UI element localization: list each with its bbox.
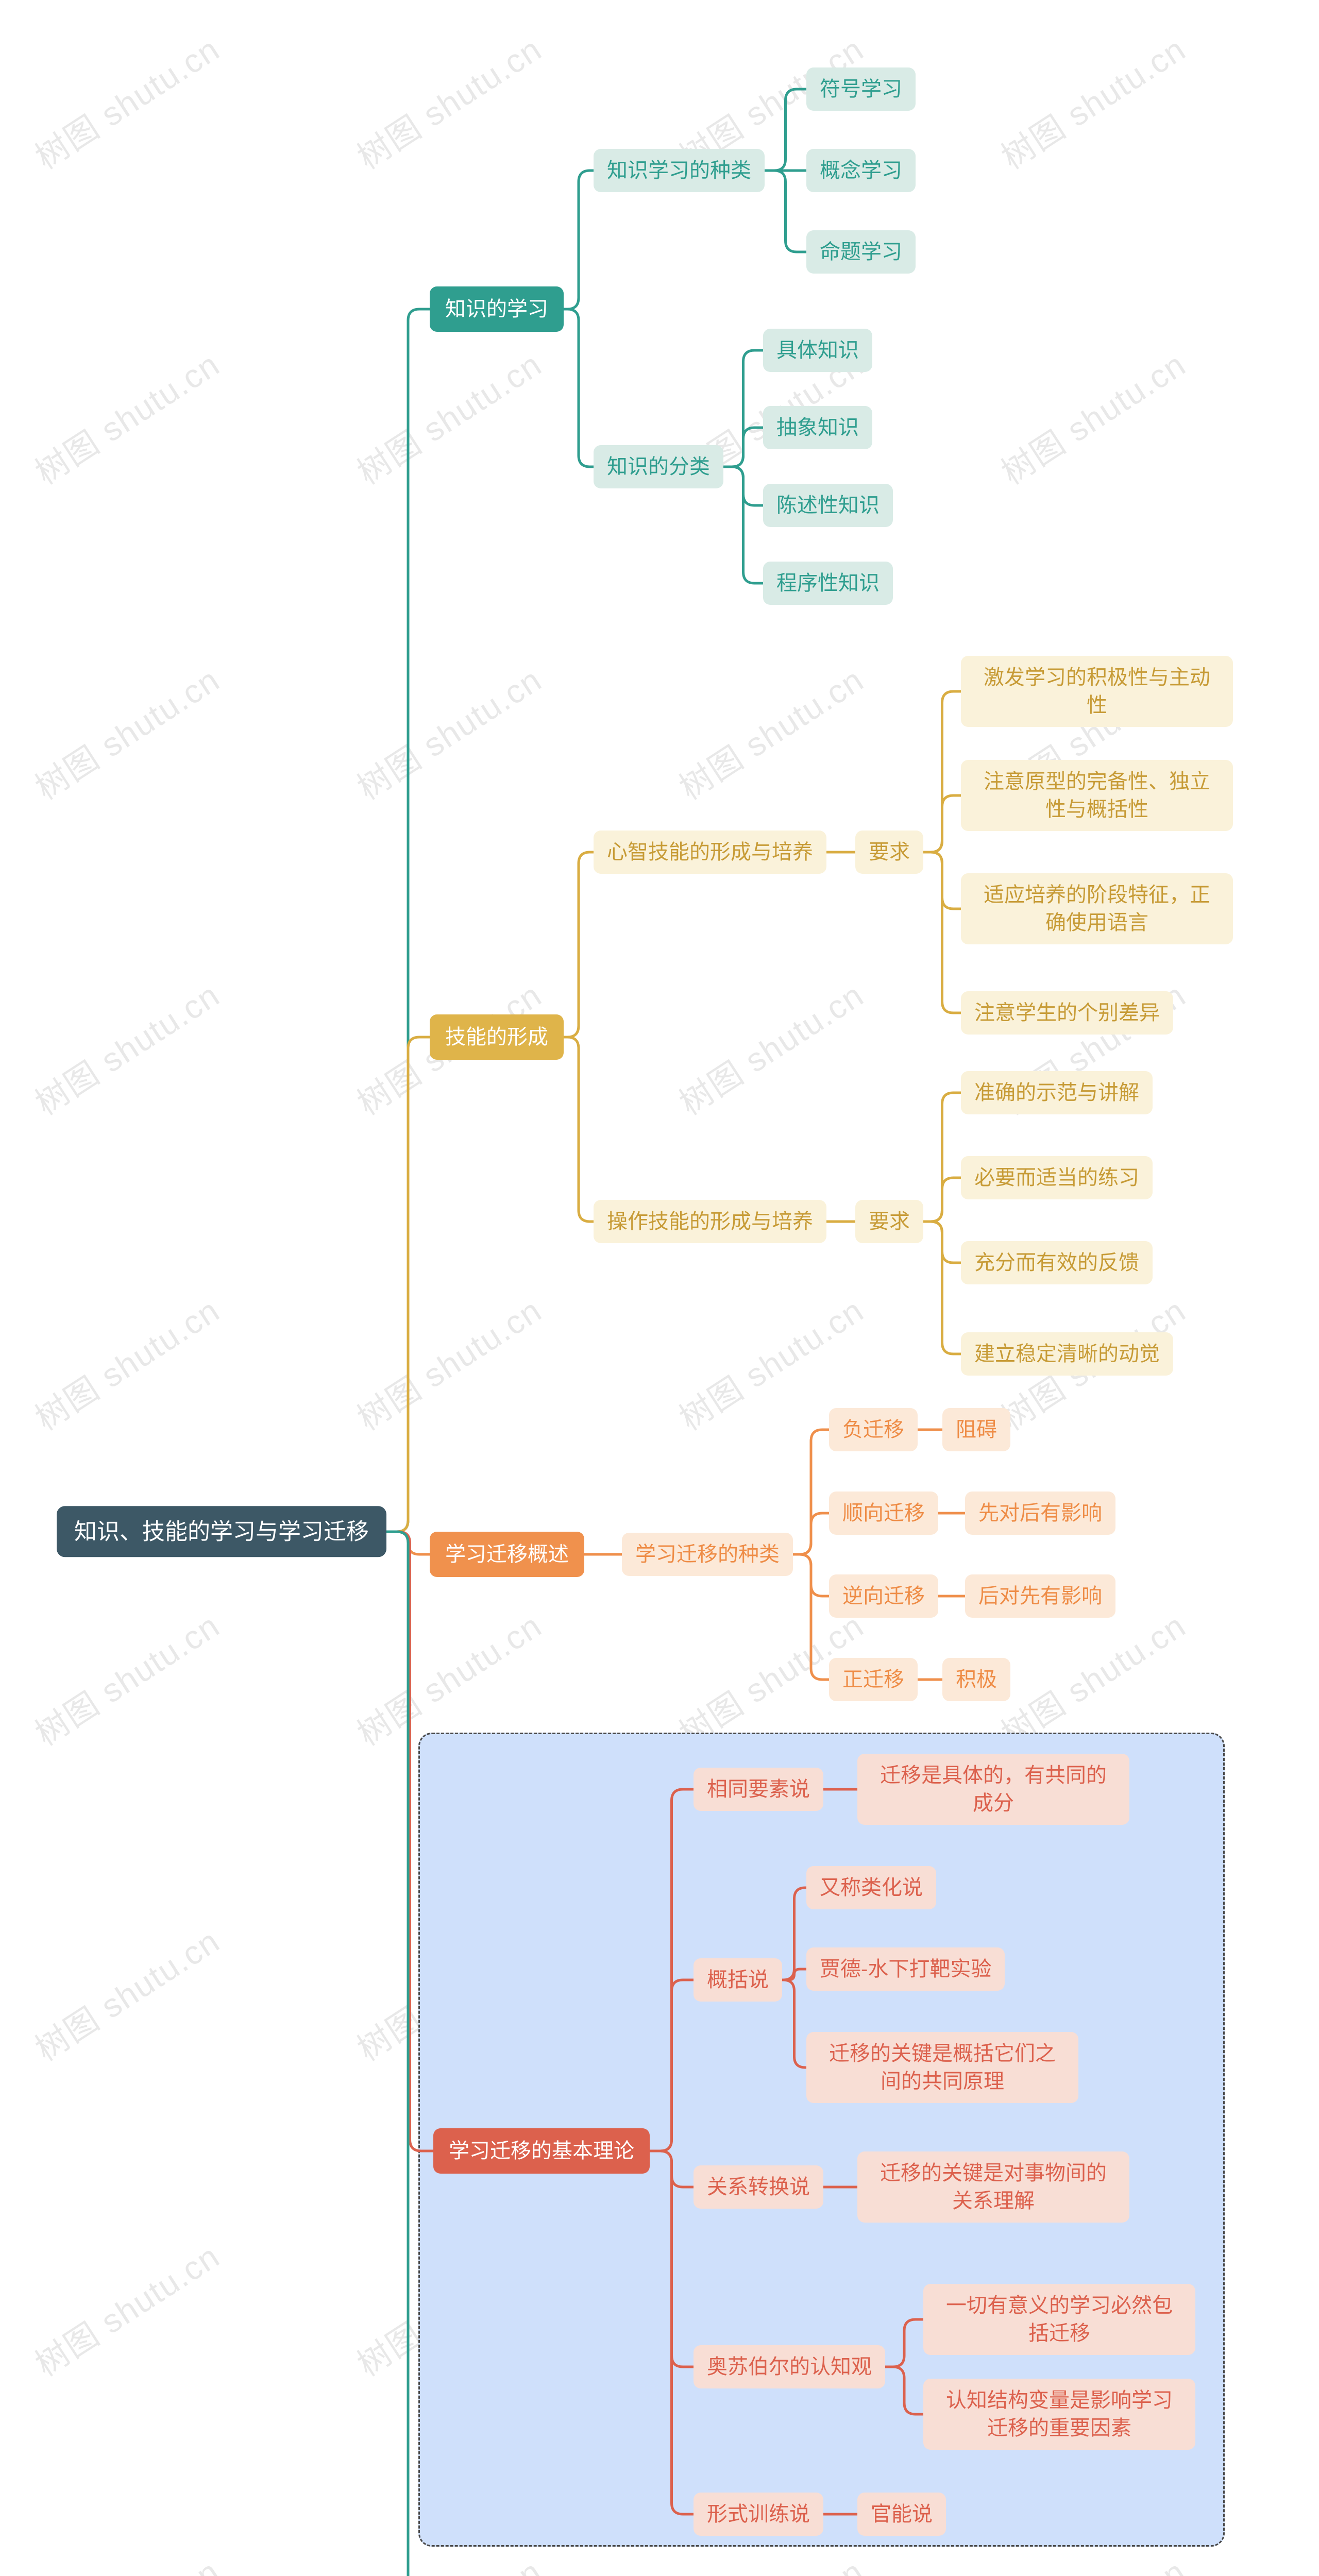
leaf-individual-differences[interactable]: 注意学生的个别差异 xyxy=(961,991,1173,1035)
leaf-declarative-knowledge[interactable]: 陈述性知识 xyxy=(763,484,893,527)
node-generalization-theory[interactable]: 概括说 xyxy=(694,1958,782,2002)
leaf-faculty-theory[interactable]: 官能说 xyxy=(857,2493,946,2536)
node-mental-skill-cultivation[interactable]: 心智技能的形成与培养 xyxy=(594,831,826,874)
leaf-forward-effect[interactable]: 先对后有影响 xyxy=(965,1492,1115,1535)
leaf-effective-feedback[interactable]: 充分而有效的反馈 xyxy=(961,1241,1153,1284)
leaf-appropriate-practice[interactable]: 必要而适当的练习 xyxy=(961,1156,1153,1199)
leaf-stable-kinesthesis[interactable]: 建立稳定清晰的动觉 xyxy=(961,1332,1173,1376)
leaf-stage-features-language[interactable]: 适应培养的阶段特征，正确使用语言 xyxy=(961,873,1233,944)
leaf-meaningful-learning-includes-transfer[interactable]: 一切有意义的学习必然包括迁移 xyxy=(923,2284,1195,2355)
leaf-proposition-learning[interactable]: 命题学习 xyxy=(806,230,916,274)
leaf-judd-underwater-target-experiment[interactable]: 贾德-水下打靶实验 xyxy=(806,1947,1005,1991)
leaf-aka-classification-theory[interactable]: 又称类化说 xyxy=(806,1866,936,1909)
branch-transfer-theories[interactable]: 学习迁移的基本理论 xyxy=(433,2128,650,2174)
branch-skill-formation[interactable]: 技能的形成 xyxy=(430,1014,564,1060)
node-backward-transfer[interactable]: 逆向迁移 xyxy=(829,1574,938,1618)
leaf-hinder[interactable]: 阻碍 xyxy=(942,1408,1010,1451)
root-topic[interactable]: 知识、技能的学习与学习迁移 xyxy=(57,1506,386,1557)
leaf-procedural-knowledge[interactable]: 程序性知识 xyxy=(763,562,893,605)
leaf-cognitive-structure-variables[interactable]: 认知结构变量是影响学习迁移的重要因素 xyxy=(923,2379,1195,2450)
leaf-relation-understanding[interactable]: 迁移的关键是对事物间的关系理解 xyxy=(857,2151,1129,2223)
branch-knowledge-learning[interactable]: 知识的学习 xyxy=(430,286,564,332)
node-negative-transfer[interactable]: 负迁移 xyxy=(829,1408,918,1451)
leaf-concept-learning[interactable]: 概念学习 xyxy=(806,149,916,192)
node-common-elements-theory[interactable]: 相同要素说 xyxy=(694,1768,823,1811)
node-operational-skill-requirements[interactable]: 要求 xyxy=(855,1200,923,1243)
leaf-prototype-completeness[interactable]: 注意原型的完备性、独立性与概括性 xyxy=(961,760,1233,831)
branch-transfer-overview[interactable]: 学习迁移概述 xyxy=(430,1532,584,1577)
node-operational-skill-cultivation[interactable]: 操作技能的形成与培养 xyxy=(594,1200,826,1243)
node-knowledge-learning-types[interactable]: 知识学习的种类 xyxy=(594,149,765,192)
leaf-positive-effect[interactable]: 积极 xyxy=(942,1658,1010,1701)
leaf-symbol-learning[interactable]: 符号学习 xyxy=(806,67,916,111)
node-ausubel-cognitive-view[interactable]: 奥苏伯尔的认知观 xyxy=(694,2345,885,2388)
leaf-abstract-knowledge[interactable]: 抽象知识 xyxy=(763,406,872,449)
leaf-common-principles[interactable]: 迁移的关键是概括它们之间的共同原理 xyxy=(806,2032,1078,2103)
leaf-backward-effect[interactable]: 后对先有影响 xyxy=(965,1574,1115,1618)
node-formal-discipline-theory[interactable]: 形式训练说 xyxy=(694,2493,823,2536)
leaf-concrete-knowledge[interactable]: 具体知识 xyxy=(763,329,872,372)
node-relation-transform-theory[interactable]: 关系转换说 xyxy=(694,2165,823,2209)
node-positive-transfer[interactable]: 正迁移 xyxy=(829,1658,918,1701)
leaf-stimulate-motivation[interactable]: 激发学习的积极性与主动性 xyxy=(961,656,1233,727)
leaf-accurate-demonstration[interactable]: 准确的示范与讲解 xyxy=(961,1071,1153,1114)
leaf-common-components[interactable]: 迁移是具体的，有共同的成分 xyxy=(857,1754,1129,1825)
node-forward-transfer[interactable]: 顺向迁移 xyxy=(829,1492,938,1535)
node-transfer-types[interactable]: 学习迁移的种类 xyxy=(622,1533,793,1576)
node-mental-skill-requirements[interactable]: 要求 xyxy=(855,831,923,874)
node-knowledge-classification[interactable]: 知识的分类 xyxy=(594,445,723,488)
